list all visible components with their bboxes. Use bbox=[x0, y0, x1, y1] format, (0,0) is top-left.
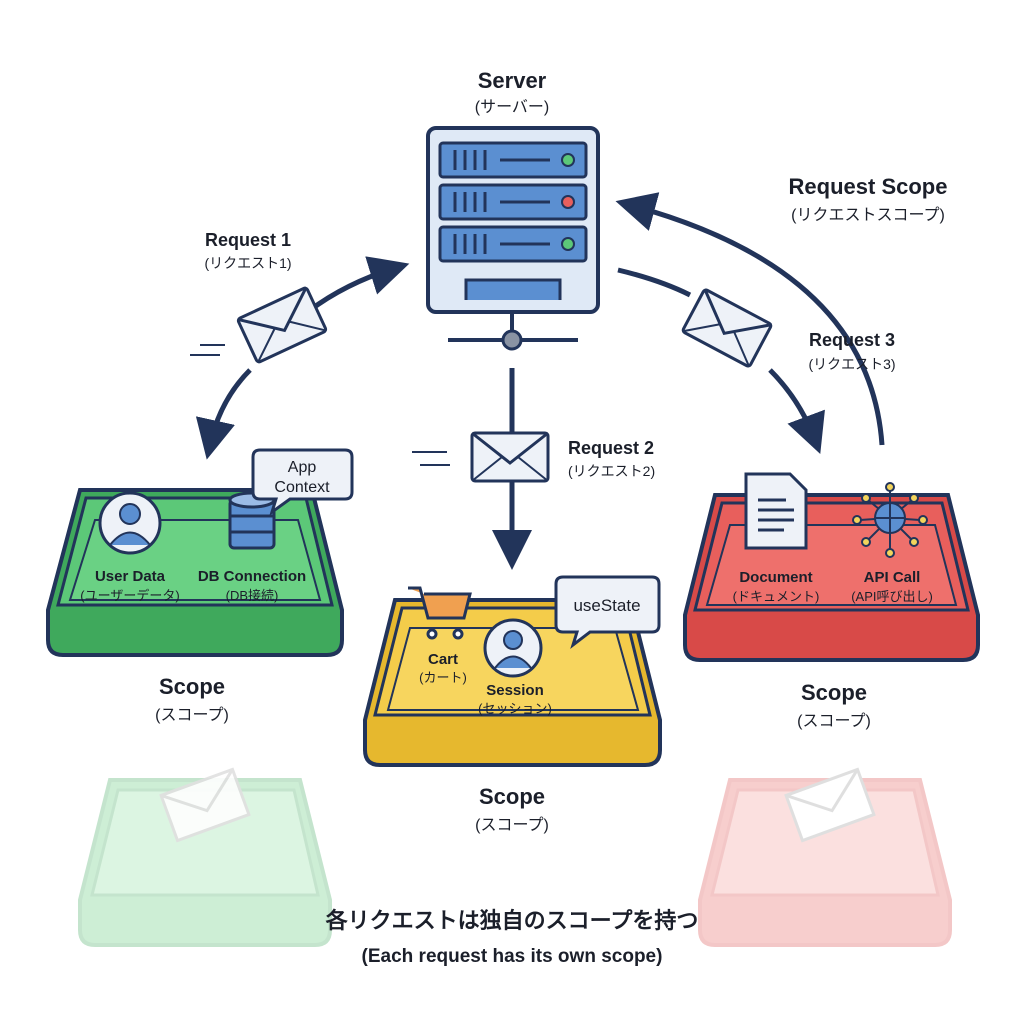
item-sublabel: (セッション) bbox=[478, 701, 552, 716]
scope-subtitle: (スコープ) bbox=[475, 816, 549, 834]
request-1-subtitle: (リクエスト1) bbox=[204, 255, 291, 271]
item-label: API Call bbox=[864, 569, 921, 586]
faded-scope-tray-red bbox=[698, 767, 952, 947]
app-context-bubble: App Context bbox=[251, 448, 354, 516]
request-scope-title: Request Scope bbox=[789, 174, 948, 199]
scope-tray-red: Document (ドキュメント) API Call (API呼び出し) bbox=[683, 472, 980, 662]
item-label: DB Connection bbox=[198, 568, 306, 585]
item-sublabel: (API呼び出し) bbox=[851, 589, 933, 604]
usestate-bubble: useState bbox=[554, 575, 661, 650]
item-sublabel: (カート) bbox=[419, 670, 467, 685]
request-3-subtitle: (リクエスト3) bbox=[808, 356, 895, 372]
motion-lines bbox=[190, 344, 225, 356]
scope-subtitle: (スコープ) bbox=[797, 712, 871, 730]
envelope-icon-request-1 bbox=[235, 285, 329, 365]
item-label: Document bbox=[739, 569, 812, 586]
item-label: Cart bbox=[428, 651, 458, 668]
request-2-title: Request 2 bbox=[568, 438, 654, 458]
request-2-subtitle: (リクエスト2) bbox=[568, 463, 655, 479]
request-3-title: Request 3 bbox=[809, 330, 895, 350]
request-1-title: Request 1 bbox=[205, 230, 291, 250]
scope-title: Scope bbox=[159, 674, 225, 699]
item-sublabel: (DB接続) bbox=[226, 588, 279, 603]
svg-text:Context: Context bbox=[274, 479, 330, 496]
faded-scope-tray-green bbox=[78, 767, 332, 947]
globe-network-icon bbox=[852, 482, 928, 558]
scope-title: Scope bbox=[801, 680, 867, 705]
footer-subtitle: (Each request has its own scope) bbox=[362, 946, 663, 967]
document-icon bbox=[744, 472, 808, 550]
server-icon bbox=[426, 126, 600, 351]
user-icon bbox=[483, 618, 543, 678]
item-sublabel: (ドキュメント) bbox=[733, 589, 820, 604]
flow-arrows bbox=[195, 192, 885, 570]
item-label: User Data bbox=[95, 568, 166, 585]
envelope-icon-request-3 bbox=[680, 287, 774, 369]
scope-tray-yellow: useState Cart (カート) Session (セッション) bbox=[363, 575, 662, 767]
scope-subtitle: (スコープ) bbox=[155, 706, 229, 724]
scope-title: Scope bbox=[479, 784, 545, 809]
cart-icon bbox=[408, 586, 472, 640]
item-label: Session bbox=[486, 682, 544, 699]
database-icon bbox=[228, 491, 276, 550]
svg-text:useState: useState bbox=[573, 596, 640, 615]
envelope-icon-request-2 bbox=[470, 431, 550, 483]
user-icon bbox=[98, 491, 162, 555]
request-scope-subtitle: (リクエストスコープ) bbox=[791, 206, 945, 224]
svg-text:App: App bbox=[288, 459, 317, 476]
scope-tray-green: App Context User Data (ユーザーデータ) DB Conne… bbox=[46, 448, 354, 657]
footer-title: 各リクエストは独自のスコープを持つ bbox=[325, 908, 699, 933]
item-sublabel: (ユーザーデータ) bbox=[80, 588, 179, 603]
server-title: Server bbox=[478, 68, 547, 93]
server-subtitle: (サーバー) bbox=[475, 99, 550, 116]
motion-lines bbox=[412, 451, 450, 466]
